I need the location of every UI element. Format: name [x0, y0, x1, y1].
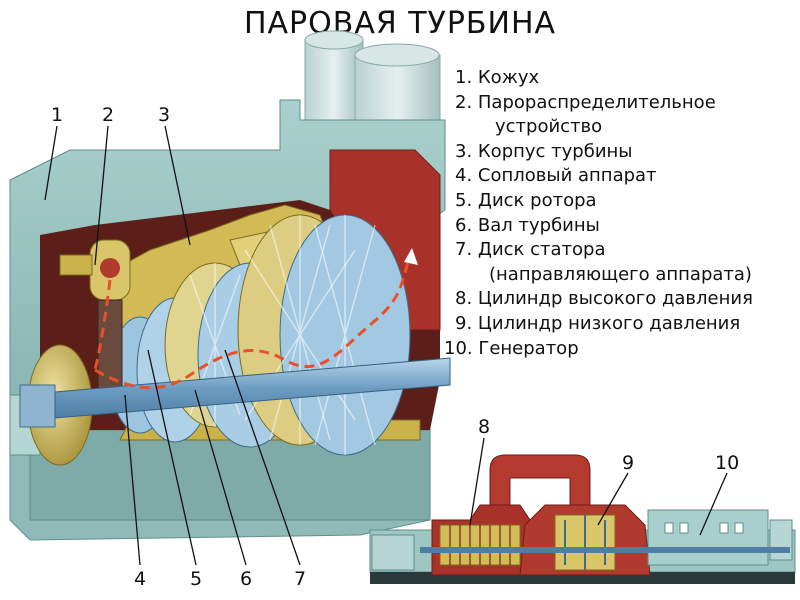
legend-item-7: 7. Диск статора [455, 239, 606, 261]
callout-4: 4 [134, 568, 147, 590]
flow-arrowhead-icon [404, 248, 418, 265]
legend: 1. Кожух 2. Парораспределительное устрой… [444, 66, 753, 361]
callout-10: 10 [715, 452, 740, 474]
legend-item-3: 3. Корпус турбины [455, 140, 633, 162]
steam-flow-arrows [93, 254, 412, 390]
legend-item-8: 8. Цилиндр высокого давления [455, 288, 753, 310]
callout-6: 6 [240, 568, 253, 590]
callout-lines [44, 125, 728, 566]
legend-item-2-cont: устройство [495, 116, 603, 138]
main-turbine [9, 30, 451, 541]
legend-item-4: 4. Сопловый аппарат [455, 165, 657, 187]
legend-item-1: 1. Кожух [455, 67, 540, 88]
legend-item-2: 2. Парораспределительное [455, 91, 716, 113]
callout-7: 7 [294, 568, 307, 590]
lp-cylinder [519, 504, 651, 576]
callout-1: 1 [51, 104, 64, 126]
hp-cylinder [431, 504, 531, 576]
callout-9: 9 [622, 452, 635, 474]
legend-item-7-cont: (направляющего аппарата) [489, 263, 752, 285]
legend-item-10: 10. Генератор [444, 337, 579, 359]
turbine-shaft [54, 357, 451, 419]
legend-item-9: 9. Цилиндр низкого давления [455, 312, 741, 334]
callout-8: 8 [478, 416, 491, 438]
callout-5: 5 [190, 568, 203, 590]
callout-3: 3 [158, 104, 171, 126]
diagram-title: ПАРОВАЯ ТУРБИНА [243, 6, 557, 41]
generator [647, 509, 793, 566]
callout-2: 2 [102, 104, 115, 126]
legend-item-6: 6. Вал турбины [455, 214, 600, 236]
turbine-schematic [369, 454, 796, 584]
legend-item-5: 5. Диск ротора [455, 189, 597, 211]
